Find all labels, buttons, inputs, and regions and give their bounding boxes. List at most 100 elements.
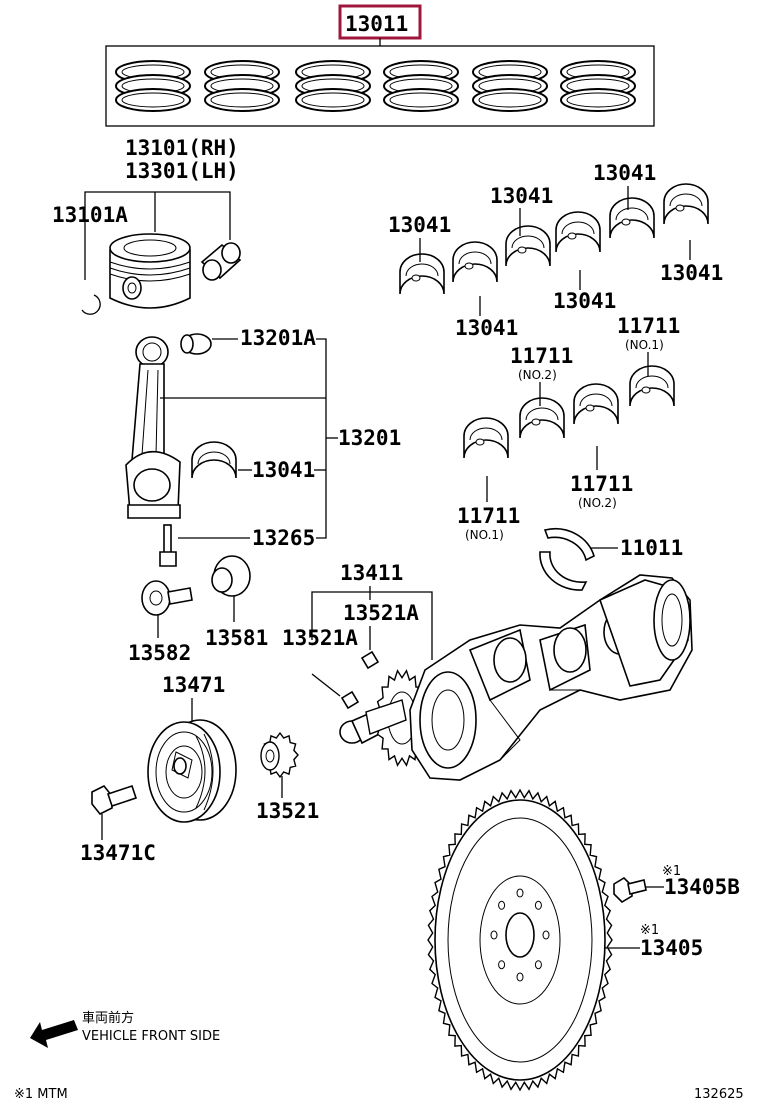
thrust-washer-group: 11011 (539, 528, 683, 591)
thrust-washer-upper (543, 528, 595, 562)
flywheel-hole (534, 900, 542, 910)
flywheel-hole (534, 960, 542, 970)
flywheel-hole (490, 930, 498, 940)
label-13041-a[interactable]: 13041 (388, 213, 451, 237)
label-11011[interactable]: 11011 (620, 536, 683, 560)
thrust-washer-lower (539, 551, 588, 591)
piston-ring-set-group: 13011 (105, 4, 655, 127)
label-13301[interactable]: 13301(LH) (125, 159, 239, 183)
label-11711-a-sub: (NO.1) (625, 338, 664, 352)
label-13041-f[interactable]: 13041 (660, 261, 723, 285)
flywheel (427, 788, 613, 1092)
lower-shell-4 (629, 365, 675, 407)
mark-13405: ※1 (640, 923, 659, 938)
direction-en: VEHICLE FRONT SIDE (82, 1029, 220, 1044)
label-13471c[interactable]: 13471C (80, 841, 156, 865)
upper-shell-4 (555, 211, 601, 253)
bearing-13581: 13581 (205, 555, 268, 650)
label-13201[interactable]: 13201 (338, 426, 401, 450)
flywheel-hole (542, 930, 550, 940)
label-11711-d[interactable]: 11711 (457, 504, 520, 528)
piston-ring-set-4 (383, 60, 459, 112)
crankshaft (339, 574, 693, 781)
flywheel-hole (516, 972, 524, 982)
connecting-rod (125, 336, 181, 519)
footnote: ※1 MTM (14, 1087, 68, 1102)
direction-indicator: 車両前方 VEHICLE FRONT SIDE (30, 1010, 220, 1048)
flywheel-bolt-13405b (613, 876, 647, 904)
flywheel-hole (498, 900, 506, 910)
timing-gear-13521: 13521 (256, 731, 319, 823)
label-13041-rod[interactable]: 13041 (252, 458, 315, 482)
main-bearing-lower-shells (463, 365, 675, 459)
mark-13405b: ※1 (662, 864, 681, 879)
upper-shell-2 (452, 241, 498, 283)
piston-ring-set-3 (295, 60, 371, 112)
label-13011[interactable]: 13011 (345, 12, 408, 36)
label-13405b[interactable]: 13405B (664, 875, 740, 899)
label-13041-d[interactable]: 13041 (455, 316, 518, 340)
piston-ring-set-1 (115, 60, 191, 112)
upper-shell-1 (399, 253, 445, 295)
rod-bearing (191, 441, 237, 479)
main-bearing-lower-group: 11711 (NO.1) 11711 (NO.2) 11711 (NO.2) 1… (457, 314, 680, 542)
label-11711-c-sub: (NO.2) (578, 496, 617, 510)
label-13101a[interactable]: 13101A (52, 203, 128, 227)
bushing-13201a (180, 333, 212, 355)
direction-jp: 車両前方 (82, 1010, 134, 1026)
label-13041-c[interactable]: 13041 (593, 161, 656, 185)
flywheel-hole (516, 888, 524, 898)
small-sprocket-body (260, 731, 299, 779)
label-13521[interactable]: 13521 (256, 799, 319, 823)
lower-shell-1 (463, 417, 509, 459)
main-bearing-upper-group: 13041 13041 13041 13041 13041 13041 (388, 161, 723, 340)
label-13521a-1[interactable]: 13521A (343, 601, 419, 625)
crank-pulley-group: 13471 13471C (80, 673, 237, 865)
label-11711-d-sub: (NO.1) (465, 528, 504, 542)
label-13582[interactable]: 13582 (128, 641, 191, 665)
lower-shell-2 (519, 397, 565, 439)
label-13521a-2[interactable]: 13521A (282, 626, 358, 650)
flywheel-group: ※1 13405B ※1 13405 (427, 788, 740, 1092)
crankshaft-group: 13411 13521A 13521A (282, 561, 693, 781)
figure-id: 132625 (694, 1087, 744, 1102)
label-13101[interactable]: 13101(RH) (125, 136, 239, 160)
label-13581[interactable]: 13581 (205, 626, 268, 650)
label-13041-e[interactable]: 13041 (553, 289, 616, 313)
upper-shell-3 (505, 225, 551, 267)
label-13471[interactable]: 13471 (162, 673, 225, 697)
label-13265[interactable]: 13265 (252, 526, 315, 550)
piston-group: 13101(RH) 13301(LH) 13101A (52, 136, 242, 315)
small-sprocket (260, 731, 299, 779)
label-13201a[interactable]: 13201A (240, 326, 316, 350)
label-13411[interactable]: 13411 (340, 561, 403, 585)
flywheel-bolt-holes (490, 888, 550, 982)
piston-ring-set-6 (560, 60, 636, 112)
label-13405[interactable]: 13405 (640, 936, 703, 960)
ring-set-frame (105, 45, 655, 127)
piston-ring-rows (115, 60, 636, 112)
key-13521a-upper (360, 650, 380, 670)
piston-ring-set-5 (472, 60, 548, 112)
label-11711-c[interactable]: 11711 (570, 472, 633, 496)
upper-shell-6 (663, 183, 709, 225)
upper-shell-5 (609, 197, 655, 239)
snap-ring (81, 294, 101, 315)
label-11711-a[interactable]: 11711 (617, 314, 680, 338)
front-arrow-icon (30, 1020, 78, 1048)
rod-bolt (159, 524, 177, 567)
crank-pulley (147, 719, 237, 823)
key-13521a-lower (340, 690, 360, 710)
flywheel-bolt-13582: 13582 (128, 580, 193, 665)
piston-body (109, 233, 191, 309)
piston-ring-set-2 (204, 60, 280, 112)
label-13041-b[interactable]: 13041 (490, 184, 553, 208)
label-11711-b[interactable]: 11711 (510, 344, 573, 368)
lower-shell-3 (573, 383, 619, 425)
flywheel-hole (498, 960, 506, 970)
pulley-bolt-13471c: 13471C (80, 784, 156, 865)
connecting-rod-group: 13201A 13201 13041 13265 (125, 326, 401, 567)
piston-pin (200, 242, 242, 281)
label-11711-b-sub: (NO.2) (518, 368, 557, 382)
